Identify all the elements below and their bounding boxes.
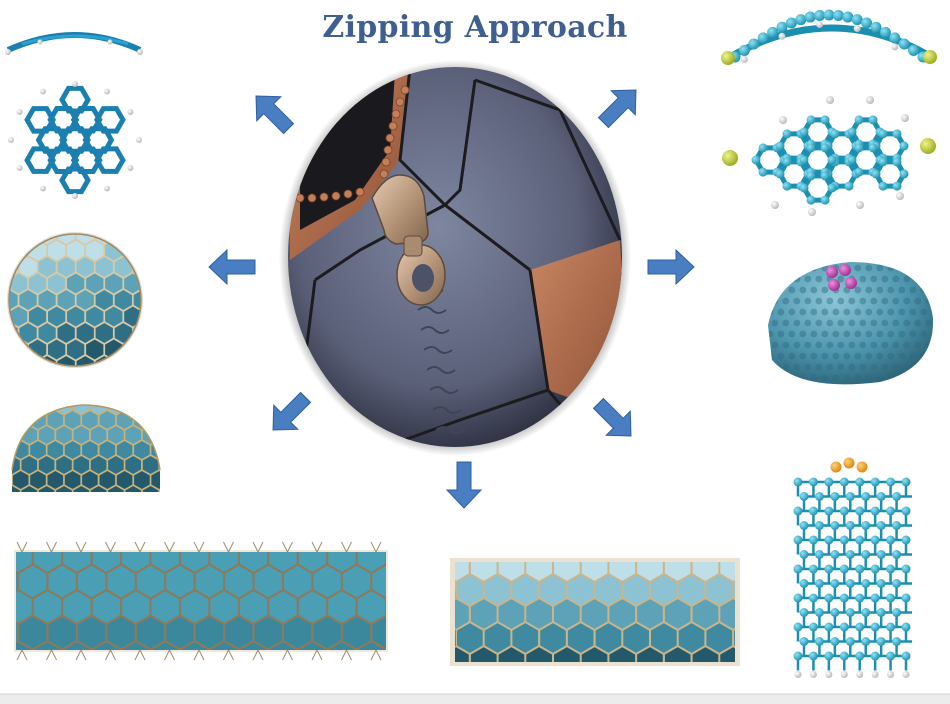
arrow-right-icon [647,248,695,286]
bottom-scrollbar[interactable] [0,694,950,704]
graphene-nanoribbon [14,541,388,661]
fluorinated-precursor-side-view [721,9,937,65]
arrow-up-left-icon [255,95,295,135]
arrow-group [208,89,695,509]
polyarene-bowl-top-view [8,81,142,199]
precursor-on-surface [768,262,934,385]
slide-title: Zipping Approach [322,10,628,45]
arrow-up-right-icon [597,89,637,129]
arrow-down-icon [445,461,483,509]
arrow-down-right-icon [592,397,632,437]
center-zipper-image [279,60,631,456]
carbon-nanotube-segment [450,558,740,666]
fullerene-hemisphere-cap [11,404,161,492]
catalyst-cluster [826,264,857,291]
zipper-pull-tab [371,174,446,306]
fluorinated-polyarene-top-view [722,96,936,216]
fullerene-cage [7,232,143,368]
corannulene-bowl-side-view [5,32,143,55]
arrow-left-icon [208,248,256,286]
arrow-down-left-icon [272,391,312,431]
capped-carbon-nanotube [793,457,912,678]
